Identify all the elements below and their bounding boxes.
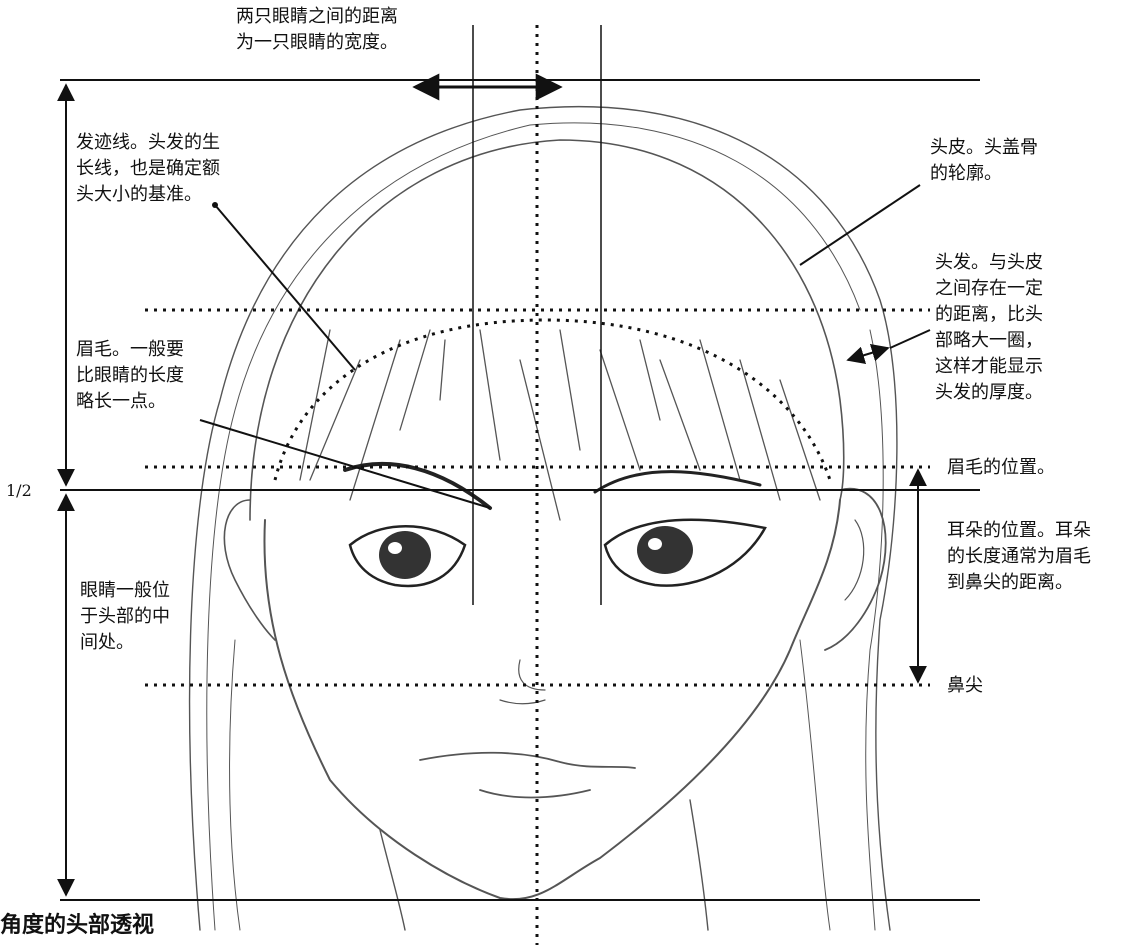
hair-label: 头发。与头皮 之间存在一定 的距离，比头 部略大一圈， 这样才能显示 头发的厚度…: [935, 252, 1043, 403]
nose-tip-label: 鼻尖: [947, 675, 983, 696]
hair-outline: [188, 106, 898, 931]
eye-spacing-label: 两只眼睛之间的距离 为一只眼睛的宽度。: [236, 6, 398, 53]
face-contour: [263, 499, 841, 901]
hair-thickness-arrow: [846, 344, 890, 364]
right-eyebrow: [593, 470, 762, 494]
eyes-and-brows: [343, 462, 767, 588]
eyebrow-position-label: 眉毛的位置。: [947, 457, 1055, 478]
hair-leader: [889, 329, 931, 349]
bangs: [299, 329, 821, 521]
eye-middle-label: 眼睛一般位 于头部的中 间处。: [80, 580, 170, 653]
hairline-leader: [214, 204, 356, 371]
neck: [379, 799, 709, 931]
figure-caption: 角度的头部透视: [0, 913, 155, 938]
skull-dotted-arc: [273, 318, 832, 481]
right-eye: [603, 518, 767, 587]
arrows: [57, 73, 927, 897]
ear-position-label: 耳朵的位置。耳朵 的长度通常为眉毛 到鼻尖的距离。: [947, 520, 1091, 593]
leader-lines: [199, 184, 931, 509]
mouth: [419, 751, 636, 799]
nose: [499, 659, 546, 705]
scalp-outline: [249, 139, 845, 521]
hairline-label: 发迹线。头发的生 长线，也是确定额 头大小的基准。: [76, 132, 220, 205]
right-ear: [824, 487, 887, 651]
left-eye: [348, 525, 467, 588]
eyebrow-leader: [199, 419, 491, 509]
scalp-label: 头皮。头盖骨 的轮廓。: [930, 137, 1038, 184]
left-ear: [223, 499, 276, 641]
scalp-leader: [799, 184, 921, 266]
half-label: 1/2: [6, 481, 32, 500]
eyebrow-label: 眉毛。一般要 比眼睛的长度 略长一点。: [76, 339, 184, 412]
face-sketch: [188, 106, 898, 931]
